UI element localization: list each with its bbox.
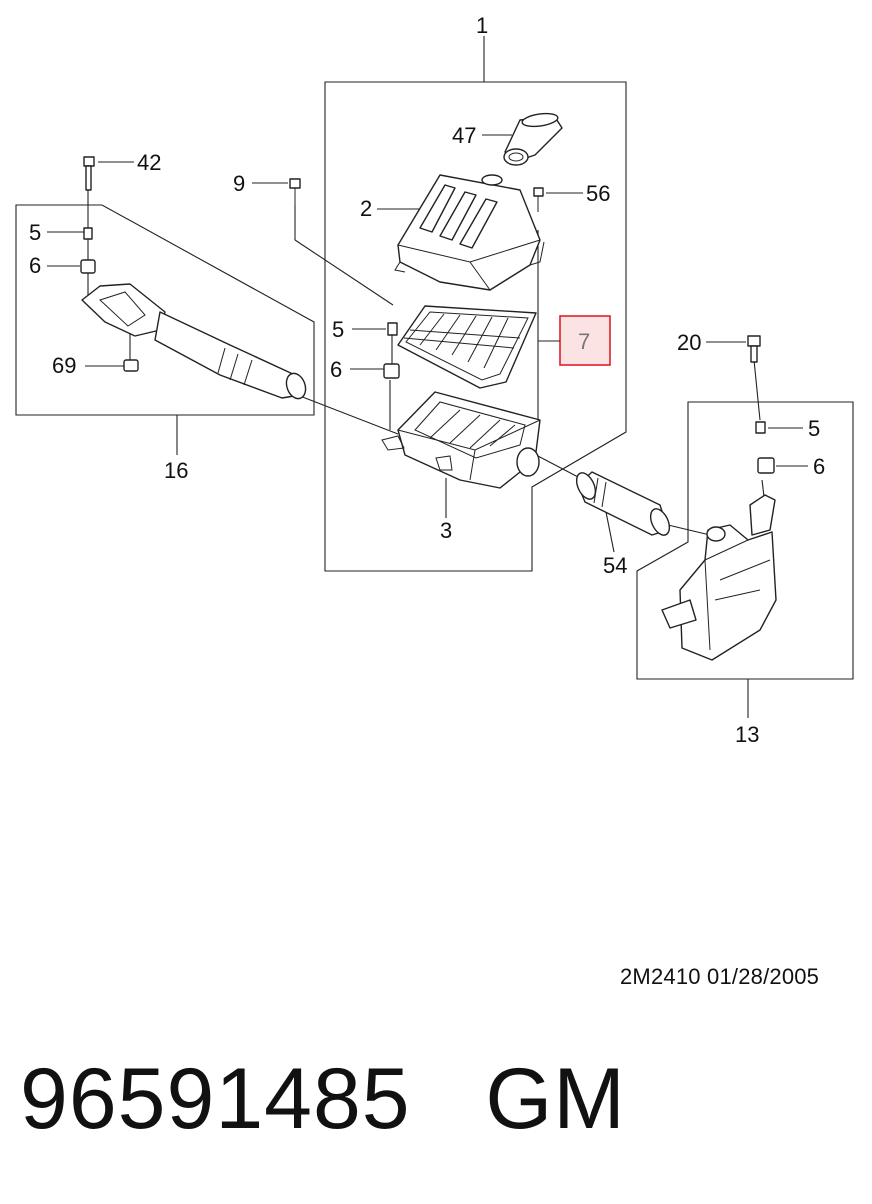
- callout-56: 56: [586, 181, 610, 206]
- part-5-pin-left: [83, 227, 93, 240]
- part-9-bolt: [289, 178, 301, 205]
- callout-6-center: 6: [330, 357, 342, 382]
- callout-5-center: 5: [332, 317, 344, 342]
- part-54-duct: [575, 471, 671, 536]
- part-56-bolt: [533, 187, 544, 212]
- part-47-intake-duct: [503, 112, 563, 166]
- part-5-pin-right: [755, 421, 766, 434]
- leader-lines: [47, 134, 808, 553]
- part-20-bolt: [747, 335, 761, 363]
- part-6-grommet-center: [383, 363, 400, 379]
- callout-16: 16: [164, 458, 188, 483]
- callout-5-right: 5: [808, 416, 820, 441]
- part-2-upper-housing: [394, 174, 545, 291]
- callout-2: 2: [360, 196, 372, 221]
- part-69-nut: [123, 359, 139, 372]
- part-13-resonator: [661, 494, 777, 661]
- callout-42: 42: [137, 150, 161, 175]
- document-code-date: 2M2410 01/28/2005: [620, 964, 820, 989]
- part-42-bolt: [83, 156, 95, 191]
- callout-9: 9: [233, 171, 245, 196]
- callout-20: 20: [677, 330, 701, 355]
- callout-6-right: 6: [813, 454, 825, 479]
- callout-5-left: 5: [29, 220, 41, 245]
- part-6-grommet-right: [757, 457, 775, 474]
- callout-69: 69: [52, 353, 76, 378]
- part-7-filter-element: [397, 305, 537, 389]
- assembly-frame-1: [324, 36, 627, 572]
- part-5-pin-center: [387, 322, 398, 336]
- part-number-title: 96591485 GM: [20, 1051, 626, 1147]
- highlight-box-7[interactable]: 7: [559, 315, 611, 366]
- callout-3: 3: [440, 518, 452, 543]
- callout-7: 7: [578, 329, 590, 354]
- part-3-lower-housing: [381, 391, 541, 489]
- callout-47: 47: [452, 123, 476, 148]
- callout-13: 13: [735, 722, 759, 747]
- part-16-intake-hose: [81, 283, 307, 400]
- callout-1: 1: [476, 13, 488, 38]
- callout-54: 54: [603, 553, 627, 578]
- callout-6-left: 6: [29, 253, 41, 278]
- part-6-grommet-left: [80, 259, 96, 274]
- group-frame-13: [636, 401, 854, 718]
